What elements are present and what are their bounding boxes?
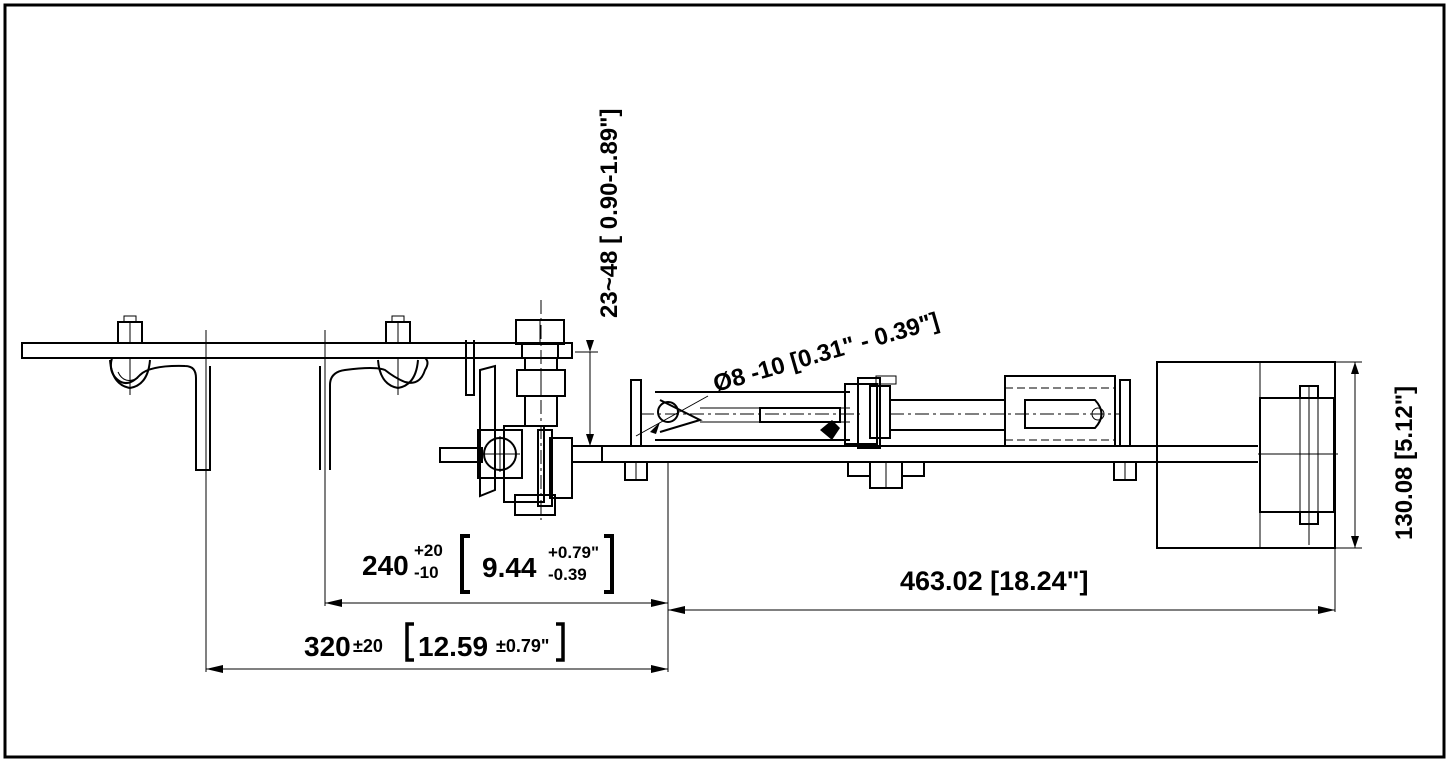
rail-plate [571,445,1258,463]
dim-240-tol-lower: -10 [414,563,439,582]
right-angle-bracket [319,357,429,470]
clamp-bracket [439,340,573,516]
left-angle-bracket [109,357,211,471]
dim-240-inch-tol-lower: -0.39 [548,565,587,584]
drawing-frame [3,3,1446,759]
linkage-rod [635,391,860,441]
left-post [624,379,648,481]
dim-240-base: 240 [362,550,409,581]
dim-line-463 [668,606,1335,614]
dim-240-tol-upper: +20 [414,541,443,560]
dim-320-tol: ±20 [353,636,383,656]
gap-dimension-label: 23~48 [ 0.90-1.89"] [596,108,623,318]
joint-block [820,375,925,489]
bracket-open [460,534,470,594]
dim-320-inch-tol: ±0.79" [496,636,549,656]
bracket-close [604,534,614,594]
gap-dimension [575,340,598,446]
dim-130-label: 130.08 [5.12"] [1391,386,1418,540]
dim-320-label: 320 ±20 12.59 ±0.79" [304,622,565,662]
dim-463-label: 463.02 [18.24"] [900,566,1088,596]
bolt-middle [377,315,419,395]
dim-240-inch-tol-upper: +0.79" [548,543,599,562]
dim-320-inch-base: 12.59 [418,631,488,662]
dim-240-inch-base: 9.44 [482,552,537,583]
clevis [890,375,1120,447]
threaded-adjuster [515,300,566,520]
right-post [1113,379,1137,481]
top-mounting-plate [21,342,573,359]
diameter-leader [635,395,709,437]
dim-240-label: 240 +20 -10 9.44 +0.79" -0.39 [362,534,614,594]
dim-line-320 [206,665,668,673]
height-dimension [1335,361,1362,549]
dim-320-base: 320 [304,631,351,662]
bracket-open-320 [405,622,414,662]
bracket-close-320 [556,622,565,662]
dim-line-240 [325,599,668,607]
diameter-label: Ø8 -10 [0.31" - 0.39"] [710,307,942,397]
counterweight [1156,361,1338,549]
bolt-left [109,315,151,395]
